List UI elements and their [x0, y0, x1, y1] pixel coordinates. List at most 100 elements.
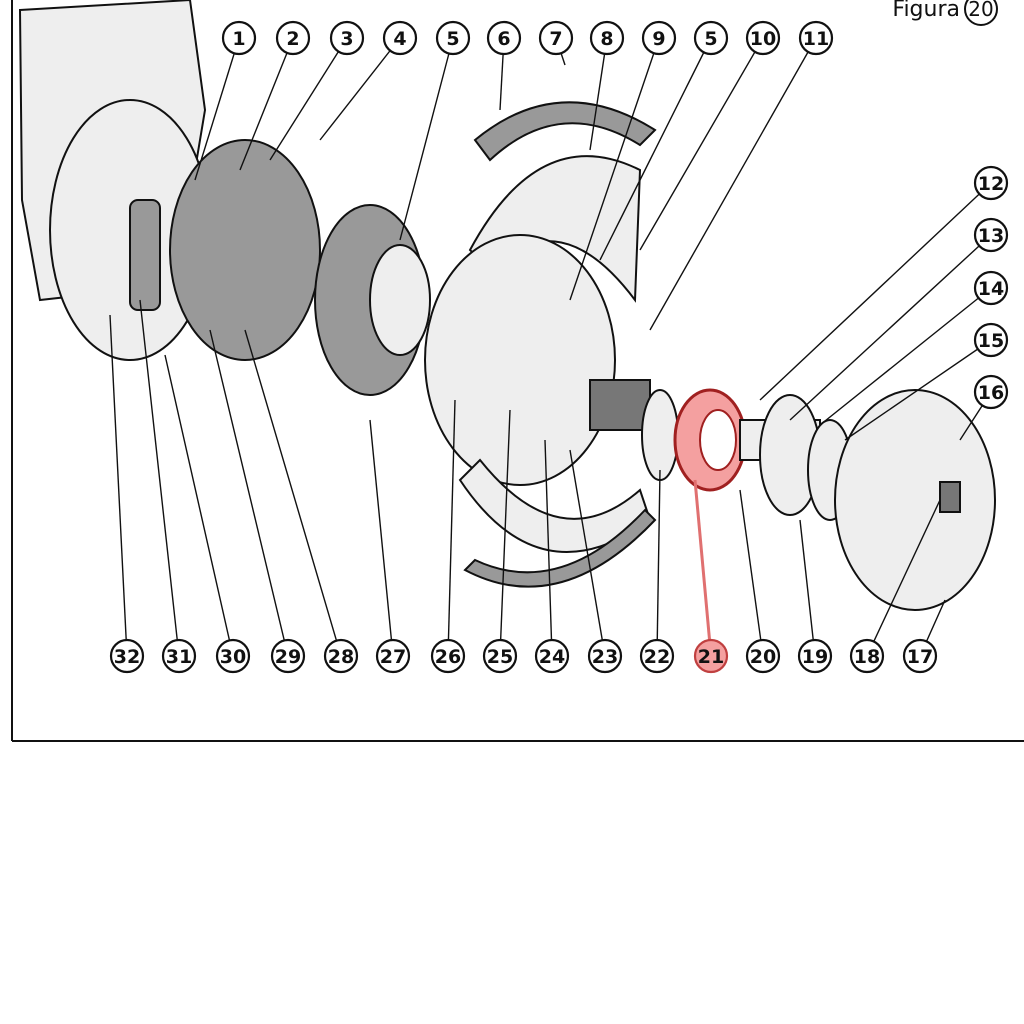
callout-number: 30 [220, 646, 246, 668]
leader-line-22 [656, 469, 661, 657]
callout-13: 13 [973, 217, 1009, 253]
callout-circle [693, 20, 729, 56]
callout-number: 5 [704, 28, 717, 50]
leader-line-32 [109, 314, 128, 657]
callout-11: 11 [798, 20, 834, 56]
lining-bottom [463, 508, 657, 588]
callout-circle [161, 638, 197, 674]
leader-line-14 [819, 287, 992, 426]
callout-3: 3 [329, 20, 365, 56]
callout-circle [215, 638, 251, 674]
callout-circle [973, 322, 1009, 358]
callout-circle [323, 638, 359, 674]
callout-number: 5 [446, 28, 459, 50]
callout-circle [538, 20, 574, 56]
callout-circle [270, 638, 306, 674]
callout-circle [973, 270, 1009, 306]
callout-number: 32 [114, 646, 140, 668]
callout-number: 11 [803, 28, 829, 50]
callout-number: 24 [539, 646, 565, 668]
callout-circle [587, 638, 623, 674]
callout-24: 24 [534, 638, 570, 674]
callout-18: 18 [849, 638, 885, 674]
callout-number: 9 [652, 28, 665, 50]
callout-number: 26 [435, 646, 461, 668]
callout-1: 1 [221, 20, 257, 56]
callout-16: 16 [973, 374, 1009, 410]
callout-25: 25 [482, 638, 518, 674]
leader-line-29 [209, 329, 289, 657]
callout-circle [435, 20, 471, 56]
callout-circle [486, 20, 522, 56]
callout-12: 12 [973, 165, 1009, 201]
callout-circle [221, 20, 257, 56]
callout-number: 10 [750, 28, 776, 50]
callout-31: 31 [161, 638, 197, 674]
callout-circle [109, 638, 145, 674]
callout-8: 8 [589, 20, 625, 56]
callout-21: 21 [693, 638, 729, 674]
leader-line-12 [759, 182, 992, 401]
callout-5: 5 [693, 20, 729, 56]
callout-number: 3 [340, 28, 353, 50]
backing-plate [424, 234, 616, 486]
roller-bearing-bore [699, 409, 737, 471]
callout-23: 23 [587, 638, 623, 674]
leader-line-1 [194, 37, 240, 181]
callout-circle [589, 20, 625, 56]
callout-circle [430, 638, 466, 674]
callout-circle [798, 20, 834, 56]
splined-shaft [589, 379, 651, 431]
leader-line-18 [866, 499, 941, 657]
leader-line-4 [319, 37, 401, 141]
callout-number: 2 [286, 28, 299, 50]
callout-circle [797, 638, 833, 674]
shoe-bottom [458, 458, 652, 553]
leader-line-5 [399, 37, 454, 241]
leader-line-26 [447, 399, 456, 657]
callout-number: 18 [854, 646, 880, 668]
callout-number: 19 [802, 646, 828, 668]
figure-number: 20 [964, 0, 998, 26]
callout-number: 23 [592, 646, 618, 668]
leader-line-3 [269, 37, 348, 161]
callout-27: 27 [375, 638, 411, 674]
callout-number: 27 [380, 646, 406, 668]
callout-circle [329, 20, 365, 56]
callout-number: 4 [393, 28, 406, 50]
callout-28: 28 [323, 638, 359, 674]
callout-20: 20 [745, 638, 781, 674]
callout-circle [275, 20, 311, 56]
leader-line-30 [164, 354, 234, 657]
leader-line-21 [693, 479, 713, 657]
leader-line-10 [639, 37, 764, 251]
callout-number: 17 [907, 646, 933, 668]
callout-30: 30 [215, 638, 251, 674]
leader-line-24 [544, 439, 553, 657]
callout-number: 12 [978, 173, 1004, 195]
callout-22: 22 [639, 638, 675, 674]
callout-14: 14 [973, 270, 1009, 306]
callout-19: 19 [797, 638, 833, 674]
lining-top [473, 101, 657, 162]
callout-4: 4 [382, 20, 418, 56]
callout-32: 32 [109, 638, 145, 674]
leader-line-20 [739, 489, 764, 657]
leader-line-25 [499, 409, 511, 657]
leader-line-28 [244, 329, 342, 657]
callout-number: 25 [487, 646, 513, 668]
callout-6: 6 [486, 20, 522, 56]
callout-26: 26 [430, 638, 466, 674]
leader-line-15 [844, 339, 992, 441]
callout-number: 15 [978, 330, 1004, 352]
callout-circle [973, 165, 1009, 201]
callout-10: 10 [745, 20, 781, 56]
callout-17: 17 [902, 638, 938, 674]
callout-number: 22 [644, 646, 670, 668]
callout-2: 2 [275, 20, 311, 56]
needle-bearing [641, 389, 679, 481]
callout-number: 6 [497, 28, 510, 50]
callout-circle [375, 638, 411, 674]
